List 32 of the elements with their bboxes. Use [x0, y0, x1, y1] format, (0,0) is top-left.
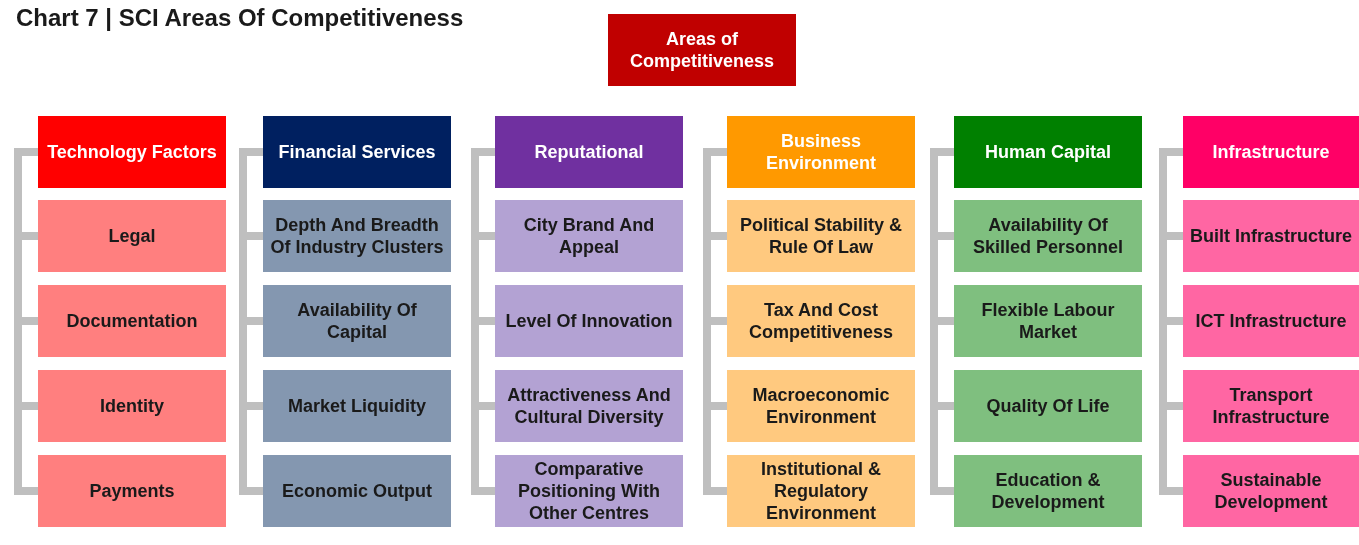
factor-box: Legal: [38, 200, 226, 272]
factor-box: Market Liquidity: [263, 370, 451, 442]
chart-title: Chart 7 | SCI Areas Of Competitiveness: [16, 3, 464, 33]
category-header-box: Business Environment: [727, 116, 915, 188]
category-header-box: Infrastructure: [1183, 116, 1359, 188]
factor-box: Tax And Cost Competitiveness: [727, 285, 915, 357]
category-header-box: Human Capital: [954, 116, 1142, 188]
factor-box: Availability Of Skilled Personnel: [954, 200, 1142, 272]
category-header-box: Financial Services: [263, 116, 451, 188]
factor-box: ICT Infrastructure: [1183, 285, 1359, 357]
factor-box: Macroeconomic Environment: [727, 370, 915, 442]
factor-box: Documentation: [38, 285, 226, 357]
factor-box: City Brand And Appeal: [495, 200, 683, 272]
factor-box: Payments: [38, 455, 226, 527]
factor-box: Sustainable Development: [1183, 455, 1359, 527]
factor-box: Quality Of Life: [954, 370, 1142, 442]
factor-box: Comparative Positioning With Other Centres: [495, 455, 683, 527]
factor-box: Attractiveness And Cultural Diversity: [495, 370, 683, 442]
factor-box: Institutional & Regulatory Environment: [727, 455, 915, 527]
factor-box: Built Infrastructure: [1183, 200, 1359, 272]
factor-box: Transport Infrastructure: [1183, 370, 1359, 442]
factor-box: Availability Of Capital: [263, 285, 451, 357]
factor-box: Flexible Labour Market: [954, 285, 1142, 357]
factor-box: Education & Development: [954, 455, 1142, 527]
factor-box: Depth And Breadth Of Industry Clusters: [263, 200, 451, 272]
factor-box: Political Stability & Rule Of Law: [727, 200, 915, 272]
factor-box: Economic Output: [263, 455, 451, 527]
category-header-box: Technology Factors: [38, 116, 226, 188]
factor-box: Identity: [38, 370, 226, 442]
root-box: Areas of Competitiveness: [608, 14, 796, 86]
factor-box: Level Of Innovation: [495, 285, 683, 357]
category-header-box: Reputational: [495, 116, 683, 188]
